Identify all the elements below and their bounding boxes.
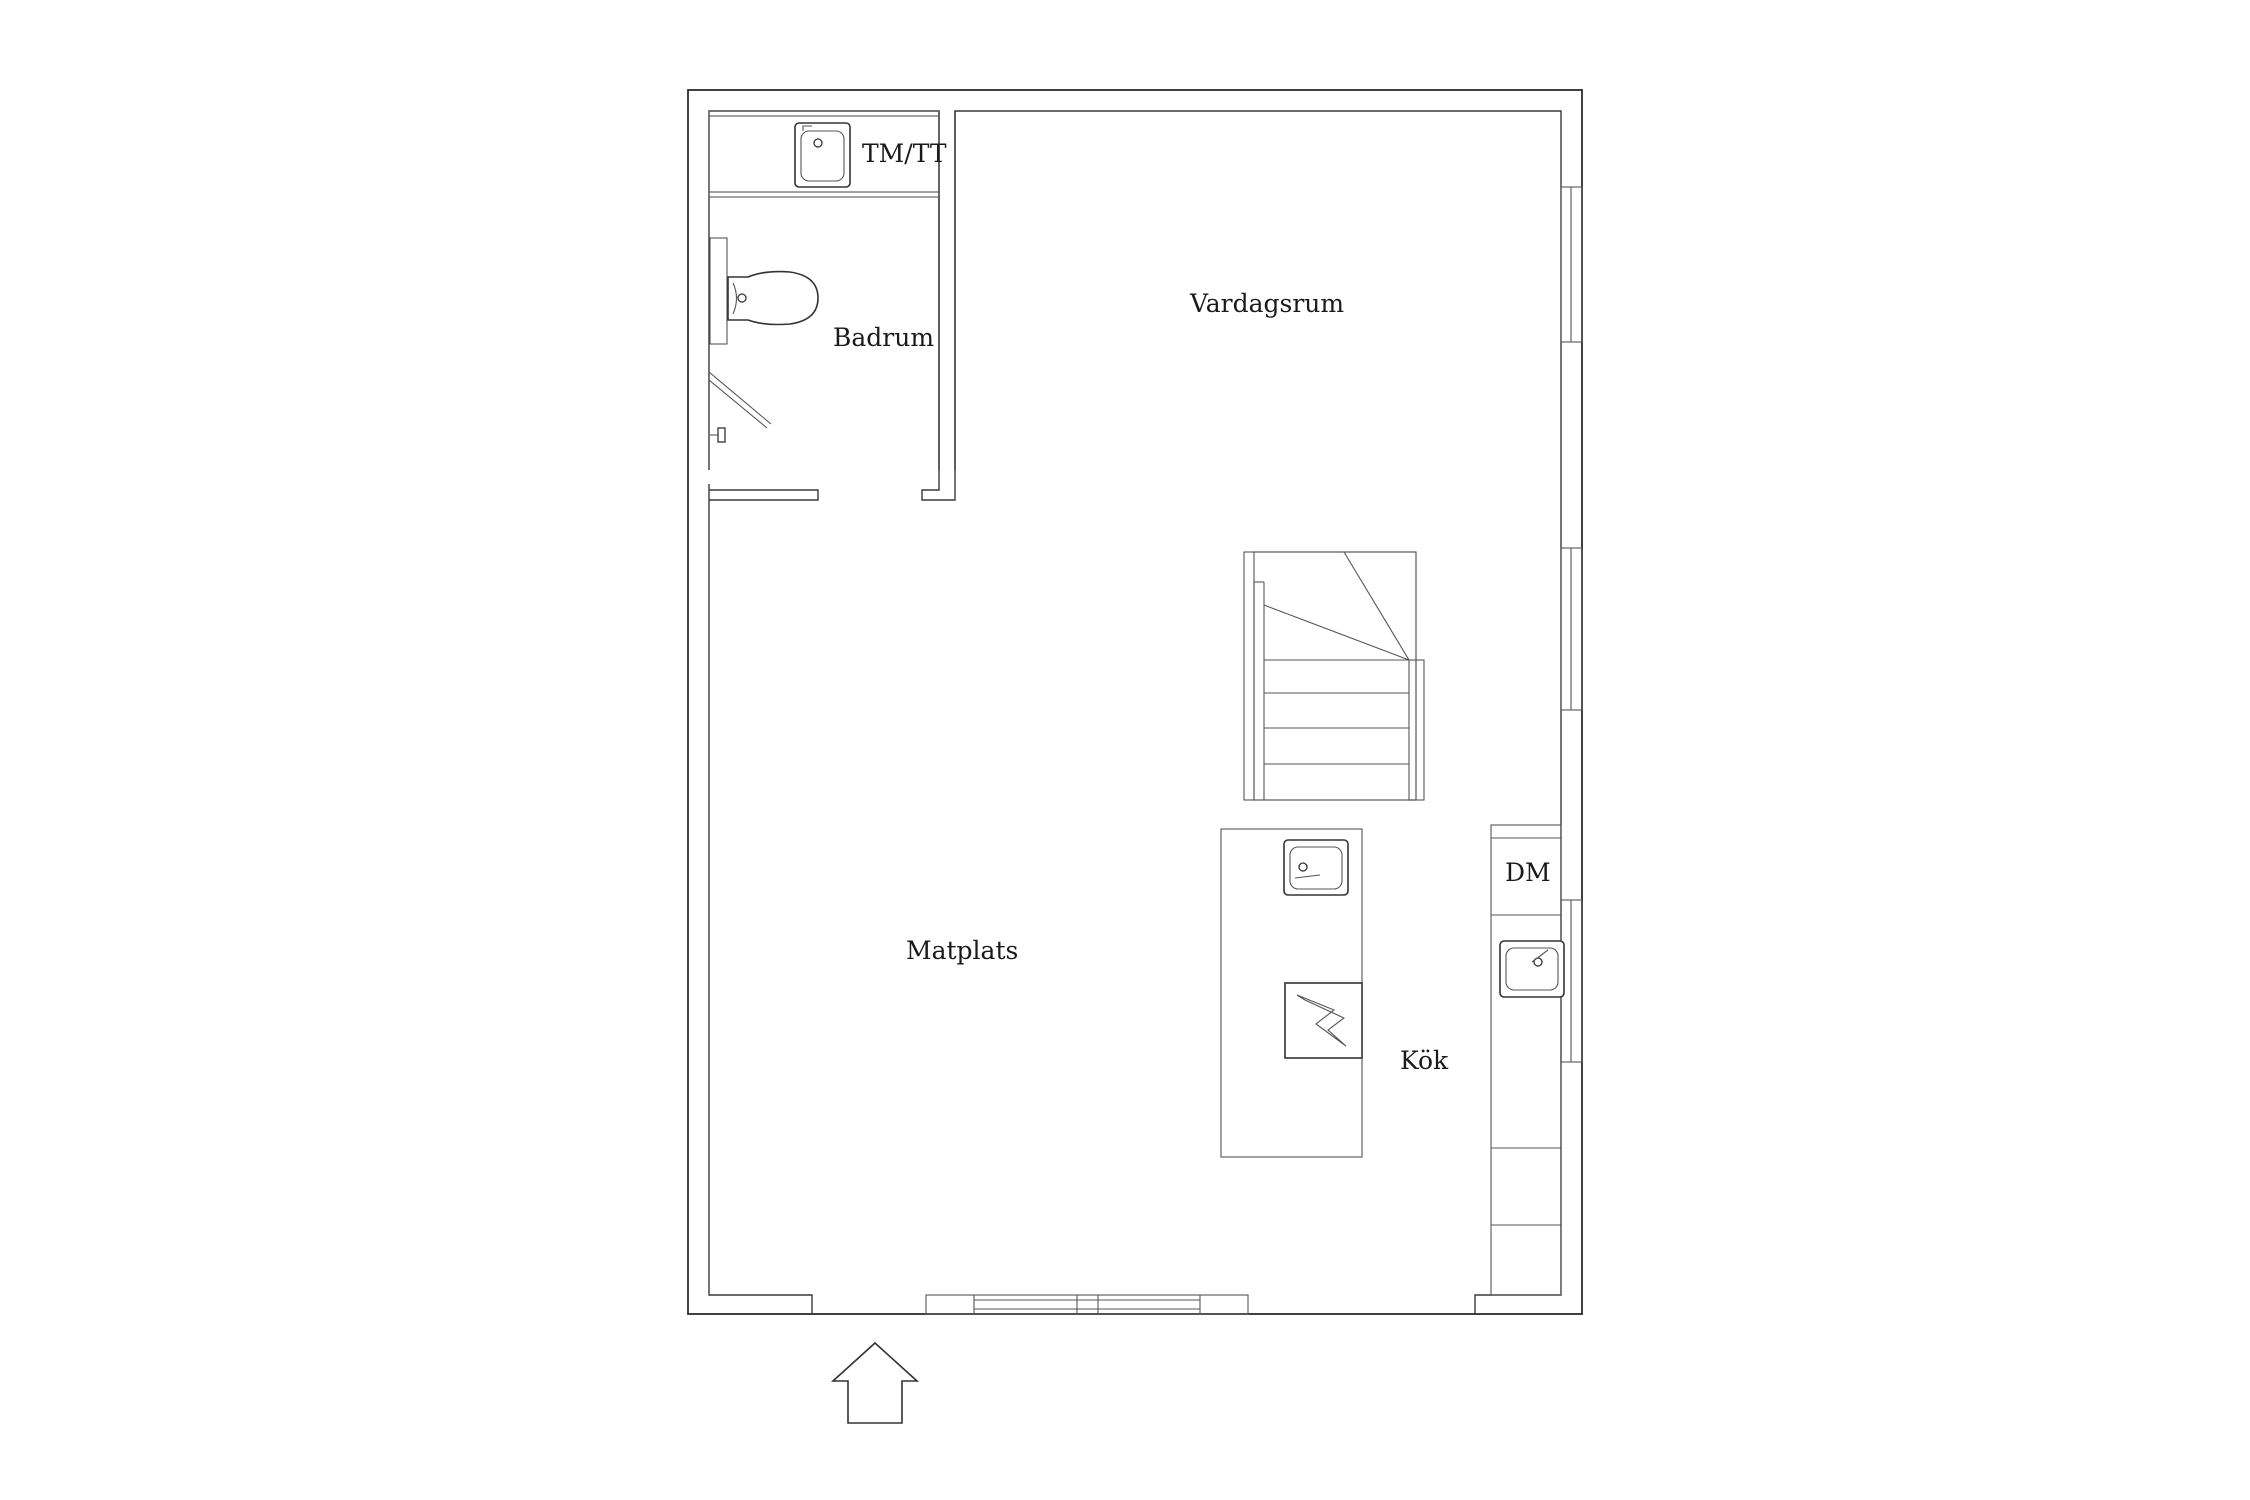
- front-windows: [925, 1294, 1249, 1315]
- stairs-icon: [1243, 551, 1425, 801]
- sink-icon: [794, 122, 851, 188]
- stove-icon: [1284, 982, 1363, 1059]
- right-windows: [1560, 186, 1583, 1063]
- room-label-tm-tt: TM/TT: [862, 139, 947, 168]
- room-label-vardagsrum: Vardagsrum: [1189, 289, 1344, 318]
- toilet-icon: [709, 237, 819, 345]
- room-label-matplats: Matplats: [906, 936, 1018, 965]
- tap-icon: [710, 427, 726, 443]
- bathroom-door-icon: [708, 371, 772, 429]
- room-label-dm: DM: [1505, 858, 1551, 887]
- room-label-kok: Kök: [1400, 1046, 1449, 1075]
- room-label-badrum: Badrum: [833, 323, 934, 352]
- counter-sink-icon: [1499, 940, 1565, 998]
- island-sink-icon: [1283, 839, 1349, 896]
- bathroom-walls: [708, 110, 956, 501]
- entrance-arrow-icon: [830, 1341, 920, 1424]
- exterior-walls: [687, 89, 1583, 1315]
- kitchen-counter: [1490, 824, 1562, 1296]
